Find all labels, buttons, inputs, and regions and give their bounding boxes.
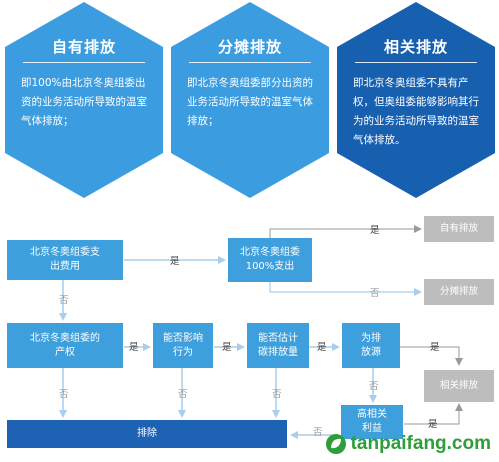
- box-full-expense: 北京冬奥组委100%支出: [228, 238, 312, 282]
- box-property: 北京冬奥组委的产权: [7, 323, 123, 368]
- box-shared-emission: 分摊排放: [424, 279, 494, 305]
- box-influence-label: 能否影响行为: [163, 332, 203, 358]
- hexagon-related-emission: 相关排放 即北京冬奥组委不具有产权，但奥组委能够影响其行为的业务活动所导致的温室…: [333, 0, 499, 200]
- arrow-stakeholder-to-related: [404, 403, 463, 425]
- hexagon-title: 自有排放: [51, 38, 116, 56]
- watermark-text: tanpaifang.com: [350, 433, 491, 454]
- label-no: 否: [59, 389, 69, 400]
- box-exclude: 排除: [7, 420, 287, 448]
- hexagon-description: 即北京冬奥组委部分出资的业务活动所导致的温室气体排放；: [187, 77, 313, 127]
- hexagon-shape: [337, 2, 495, 198]
- arrow-full-to-own: [269, 225, 422, 238]
- hexagon-description: 即北京冬奥组委不具有产权，但奥组委能够影响其行为的业务活动所导致的温室气体排放。: [353, 77, 479, 146]
- label-yes: 是: [428, 419, 438, 430]
- box-expense-label: 北京冬奥组委支出费用: [30, 247, 100, 272]
- label-yes: 是: [430, 342, 440, 353]
- hexagon-own-emission: 自有排放 即100%由北京冬奥组委出资的业务活动所导致的温室气体排放；: [1, 0, 167, 200]
- box-shared-emission-label: 分摊排放: [439, 286, 478, 297]
- hexagon-title: 分摊排放: [217, 38, 282, 56]
- label-yes: 是: [129, 342, 139, 353]
- box-stakeholder: 高相关利益: [341, 405, 403, 439]
- arrow-source-to-related: [400, 346, 463, 366]
- label-yes: 是: [222, 342, 232, 353]
- box-own-emission: 自有排放: [424, 216, 494, 242]
- divider: [189, 62, 311, 63]
- box-own-emission-label: 自有排放: [439, 223, 478, 234]
- box-property-label: 北京冬奥组委的产权: [30, 332, 100, 358]
- divider: [23, 62, 145, 63]
- box-source: 为排放源: [342, 323, 400, 368]
- watermark: tanpaifang.com: [325, 429, 491, 459]
- label-no: 否: [313, 427, 323, 438]
- divider: [355, 62, 477, 63]
- leaf-logo-icon: [325, 434, 346, 454]
- box-exclude-label: 排除: [137, 428, 157, 439]
- box-expense: 北京冬奥组委支出费用: [7, 240, 123, 280]
- box-influence: 能否影响行为: [153, 323, 213, 368]
- hexagon-title: 相关排放: [383, 38, 448, 56]
- hexagon-shared-emission: 分摊排放 即北京冬奥组委部分出资的业务活动所导致的温室气体排放；: [167, 0, 333, 200]
- hexagon-shape: [171, 2, 329, 198]
- box-estimate: 能否估计碳排放量: [247, 323, 309, 368]
- box-source-label: 为排放源: [361, 332, 381, 358]
- label-no: 否: [272, 389, 282, 400]
- arrow-full-to-shared: [269, 282, 422, 296]
- hexagon-shape: [5, 2, 163, 198]
- box-estimate-label: 能否估计碳排放量: [258, 332, 298, 358]
- label-yes: 是: [170, 256, 180, 267]
- label-no: 否: [370, 288, 380, 299]
- box-related-emission: 相关排放: [424, 370, 494, 402]
- label-no: 否: [178, 389, 188, 400]
- box-stakeholder-label: 高相关利益: [357, 409, 387, 434]
- label-no: 否: [369, 381, 379, 392]
- box-related-emission-label: 相关排放: [439, 380, 478, 391]
- box-full-expense-label: 北京冬奥组委100%支出: [240, 247, 300, 272]
- hexagon-description: 即100%由北京冬奥组委出资的业务活动所导致的温室气体排放；: [21, 77, 147, 127]
- label-yes: 是: [370, 225, 380, 236]
- label-yes: 是: [317, 342, 327, 353]
- label-no: 否: [59, 295, 69, 306]
